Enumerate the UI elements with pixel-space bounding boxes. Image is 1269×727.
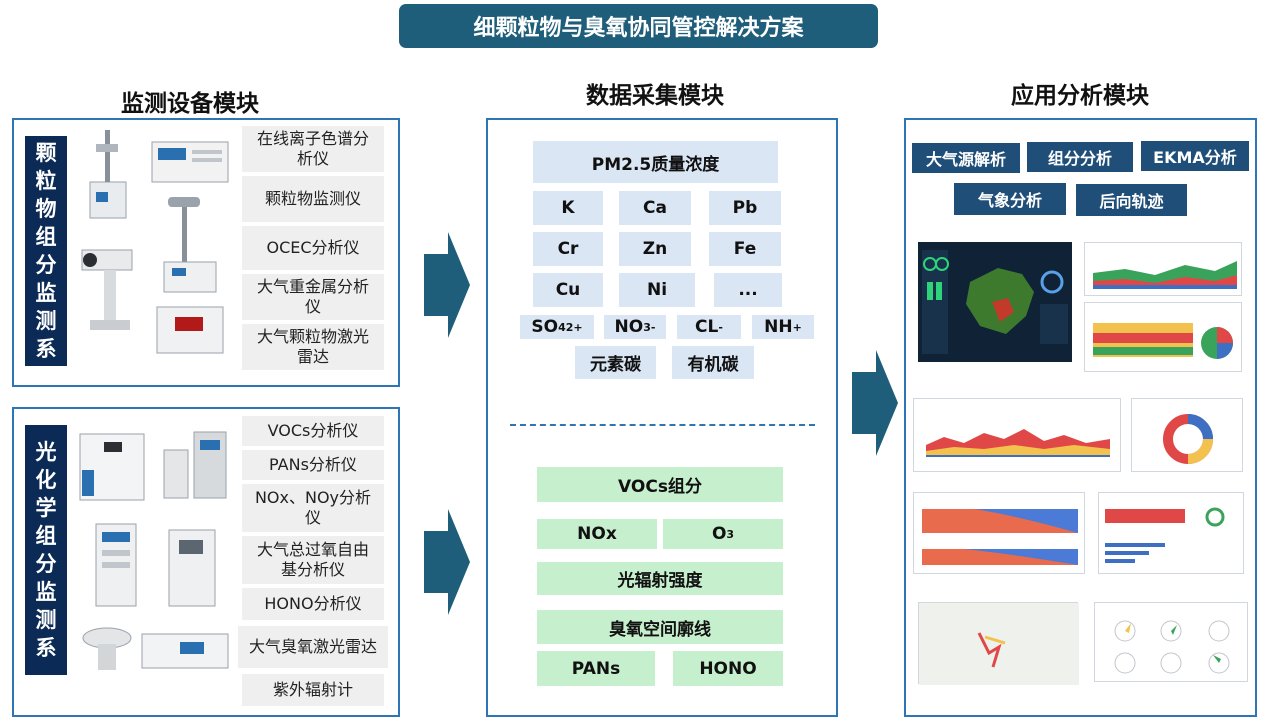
vocs-analyzer-image (78, 430, 146, 505)
label-char: 化 (35, 468, 57, 492)
ozone-profile-box: 臭氧空间廓线 (537, 610, 783, 644)
section-title-data: 数据采集模块 (586, 83, 724, 109)
ion-base: NO (614, 317, 644, 337)
ion-chloride: CL- (677, 315, 741, 339)
time-series-chart-thumbnail (913, 398, 1121, 472)
page-title: 细颗粒物与臭氧协同管控解决方案 (399, 4, 878, 48)
instrument-ozone-lidar: 大气臭氧激光雷达 (238, 626, 388, 668)
label-char: 光 (35, 440, 57, 464)
element-box: Cr (533, 232, 603, 266)
ion-sup: - (718, 320, 723, 334)
instrument-uv-radiometer: 紫外辐射计 (242, 674, 384, 706)
dashboard-map-thumbnail (918, 242, 1072, 362)
element-box: Pb (709, 191, 781, 225)
pm25-mass-box: PM2.5质量浓度 (533, 141, 778, 183)
instrument-ocec: OCEC分析仪 (242, 226, 384, 270)
stacked-bar-pie-thumbnail (1084, 302, 1242, 372)
label-char: 监 (35, 281, 57, 305)
instrument-heavy-metal: 大气重金属分析仪 (242, 274, 384, 320)
instrument-peroxy-radical: 大气总过氧自由基分析仪 (242, 536, 384, 584)
instrument-pm-lidar: 大气颗粒物激光雷达 (242, 324, 384, 370)
organic-carbon-box: 有机碳 (672, 346, 754, 379)
instrument-pans: PANs分析仪 (242, 450, 384, 480)
back-trajectory-tag: 后向轨迹 (1076, 184, 1187, 216)
nox-analyzer-rack-image (92, 522, 140, 608)
ozone-base: O (711, 524, 727, 544)
label-char: 颗 (35, 141, 57, 165)
arrow-right-icon (852, 350, 898, 456)
label-char: 监 (35, 580, 57, 604)
label-char: 物 (35, 197, 57, 221)
stacked-area-chart-thumbnail (1084, 242, 1242, 296)
element-box: K (533, 191, 603, 225)
component-analysis-tag: 组分分析 (1027, 142, 1133, 172)
instrument-vocs: VOCs分析仪 (242, 416, 384, 446)
label-char: 学 (35, 496, 57, 520)
label-char: 测 (35, 309, 57, 333)
pm-system-label: 颗 粒 物 组 分 监 测 系 (25, 136, 67, 366)
element-box: ... (714, 273, 782, 307)
ion-sup: - (650, 320, 656, 334)
vocs-components-box: VOCs组分 (537, 467, 783, 502)
element-box: Ca (619, 191, 691, 225)
pm-monitor-image (160, 195, 220, 295)
pans-analyzer-image (160, 430, 230, 502)
element-box: Zn (619, 232, 691, 266)
ion-sup: 2+ (565, 320, 583, 334)
ion-chromatograph-image (150, 140, 230, 184)
component-dashboard-thumbnail (1098, 492, 1244, 574)
peroxy-radical-analyzer-image (165, 528, 219, 608)
label-char: 系 (35, 337, 57, 361)
instrument-ion-chromatograph: 在线离子色谱分析仪 (242, 126, 384, 172)
photochem-system-label: 光 化 学 组 分 监 测 系 (25, 425, 67, 675)
instrument-pm-monitor: 颗粒物监测仪 (242, 176, 384, 222)
ion-base: CL (695, 317, 719, 337)
label-char: 系 (35, 636, 57, 660)
trajectory-map-thumbnail (918, 602, 1079, 685)
ion-base: SO (531, 317, 559, 337)
source-apportionment-tag: 大气源解析 (912, 143, 1020, 173)
ion-sub: 4 (558, 320, 566, 334)
donut-chart-thumbnail (1131, 398, 1243, 472)
wind-rose-thumbnail (1094, 602, 1248, 682)
radiation-intensity-box: 光辐射强度 (537, 562, 783, 595)
divider (510, 424, 815, 426)
ion-ammonium: NH+ (752, 315, 814, 339)
label-char: 组 (35, 524, 57, 548)
ion-base: NH (764, 317, 793, 337)
ion-sub: 3 (643, 320, 651, 334)
pans-box: PANs (537, 651, 655, 686)
meteorology-analysis-tag: 气象分析 (954, 183, 1066, 215)
label-char: 测 (35, 608, 57, 632)
ion-sup: + (792, 320, 802, 334)
element-box: Fe (709, 232, 781, 266)
ekma-heatmap-thumbnail (913, 492, 1085, 574)
element-box: Cu (533, 273, 603, 307)
ozone-sub: 3 (726, 527, 735, 541)
sampler-tower-image (78, 130, 138, 230)
section-title-monitor: 监测设备模块 (121, 91, 259, 117)
heavy-metal-analyzer-image (155, 305, 225, 357)
section-title-analysis: 应用分析模块 (1011, 83, 1149, 109)
label-char: 粒 (35, 169, 57, 193)
element-box: Ni (619, 273, 695, 307)
lidar-image (78, 244, 148, 336)
ekma-analysis-tag: EKMA分析 (1141, 141, 1249, 171)
instrument-nox-noy: NOx、NOy分析仪 (242, 484, 384, 532)
arrow-right-icon (424, 232, 470, 338)
label-char: 分 (35, 253, 57, 277)
label-char: 组 (35, 225, 57, 249)
arrow-right-icon (424, 509, 470, 615)
hono-box: HONO (673, 651, 783, 686)
uv-radiometer-image (140, 632, 230, 670)
elemental-carbon-box: 元素碳 (575, 346, 656, 379)
nox-box: NOx (537, 519, 657, 549)
ozone-lidar-image (80, 624, 134, 674)
label-char: 分 (35, 552, 57, 576)
instrument-hono: HONO分析仪 (242, 588, 384, 620)
